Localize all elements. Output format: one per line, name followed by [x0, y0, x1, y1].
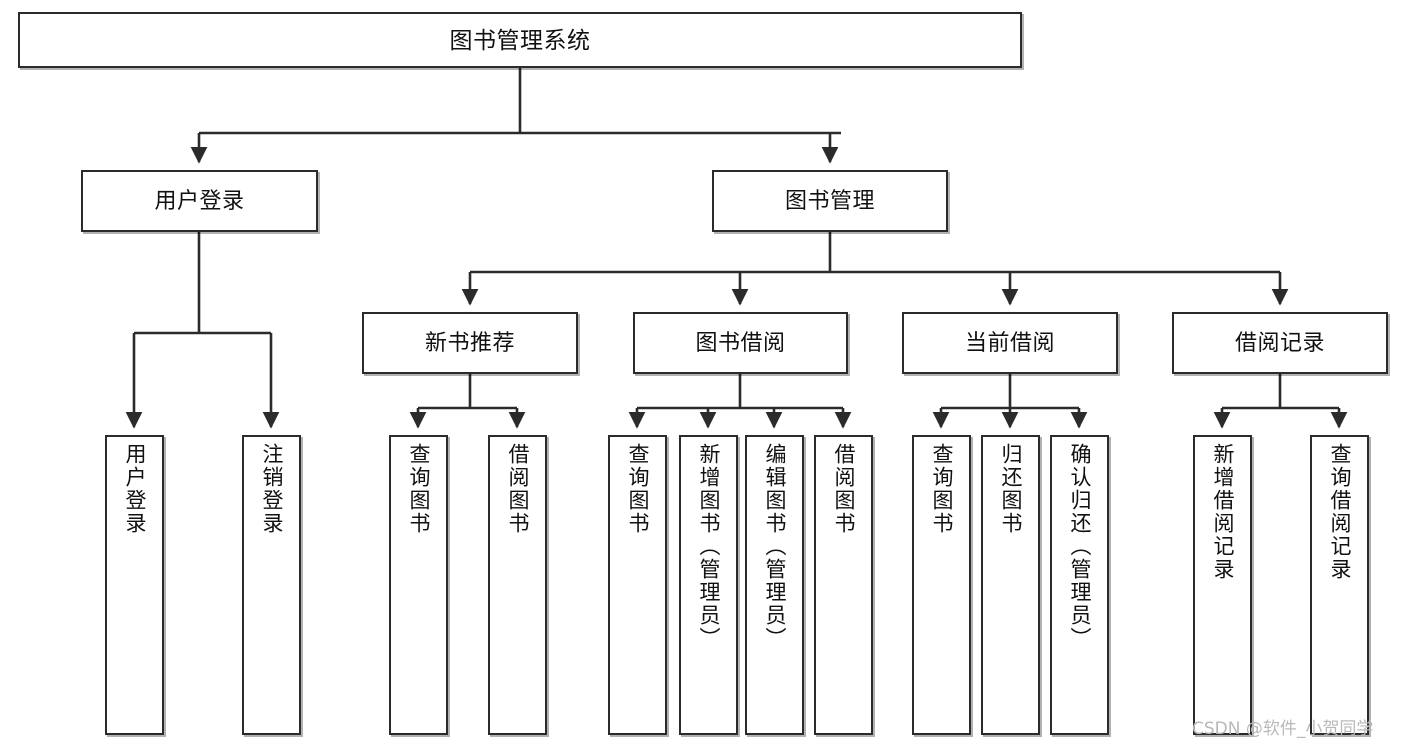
node-label: 新增图书（管理员）: [697, 443, 720, 650]
node-book-management[interactable]: 图书管理: [712, 170, 948, 232]
leaf-query-borrow-record[interactable]: 查询借阅记录: [1310, 435, 1369, 735]
leaf-add-book-admin[interactable]: 新增图书（管理员）: [679, 435, 738, 735]
node-label: 借阅图书: [506, 443, 529, 535]
node-user-login[interactable]: 用户登录: [81, 170, 318, 232]
node-current-borrow[interactable]: 当前借阅: [902, 312, 1118, 374]
node-new-book-recommend[interactable]: 新书推荐: [362, 312, 578, 374]
node-label: 编辑图书（管理员）: [763, 443, 786, 650]
node-label: 新增借阅记录: [1211, 443, 1234, 581]
node-label: 当前借阅: [964, 330, 1055, 356]
leaf-query-book[interactable]: 查询图书: [608, 435, 667, 735]
leaf-confirm-return-admin[interactable]: 确认归还（管理员）: [1050, 435, 1109, 735]
node-label: 借阅图书: [832, 443, 855, 535]
node-book-borrow[interactable]: 图书借阅: [633, 312, 848, 374]
leaf-query-book-current[interactable]: 查询图书: [912, 435, 971, 735]
node-label: 图书管理系统: [449, 26, 591, 53]
leaf-borrow-book[interactable]: 借阅图书: [814, 435, 873, 735]
node-label: 查询图书: [626, 443, 649, 535]
leaf-edit-book-admin[interactable]: 编辑图书（管理员）: [745, 435, 804, 735]
node-label: 图书借阅: [695, 330, 786, 356]
csdn-watermark: CSDN @软件_小贺同学: [1192, 719, 1374, 739]
node-label: 确认归还（管理员）: [1068, 443, 1091, 650]
node-label: 注销登录: [260, 443, 283, 535]
leaf-add-borrow-record[interactable]: 新增借阅记录: [1193, 435, 1252, 735]
node-label: 查询图书: [407, 443, 430, 535]
node-root-system[interactable]: 图书管理系统: [18, 12, 1022, 68]
node-label: 归还图书: [999, 443, 1022, 535]
node-borrow-record[interactable]: 借阅记录: [1172, 312, 1388, 374]
node-label: 查询借阅记录: [1328, 443, 1351, 581]
leaf-return-book[interactable]: 归还图书: [981, 435, 1040, 735]
leaf-borrow-book-recommend[interactable]: 借阅图书: [488, 435, 547, 735]
leaf-query-book-recommend[interactable]: 查询图书: [389, 435, 448, 735]
node-label: 用户登录: [123, 443, 146, 535]
node-label: 查询图书: [930, 443, 953, 535]
node-label: 用户登录: [154, 188, 245, 214]
node-label: 新书推荐: [424, 330, 515, 356]
node-label: 图书管理: [784, 188, 875, 214]
leaf-user-login[interactable]: 用户登录: [105, 435, 164, 735]
node-label: 借阅记录: [1234, 330, 1325, 356]
leaf-logout[interactable]: 注销登录: [242, 435, 301, 735]
